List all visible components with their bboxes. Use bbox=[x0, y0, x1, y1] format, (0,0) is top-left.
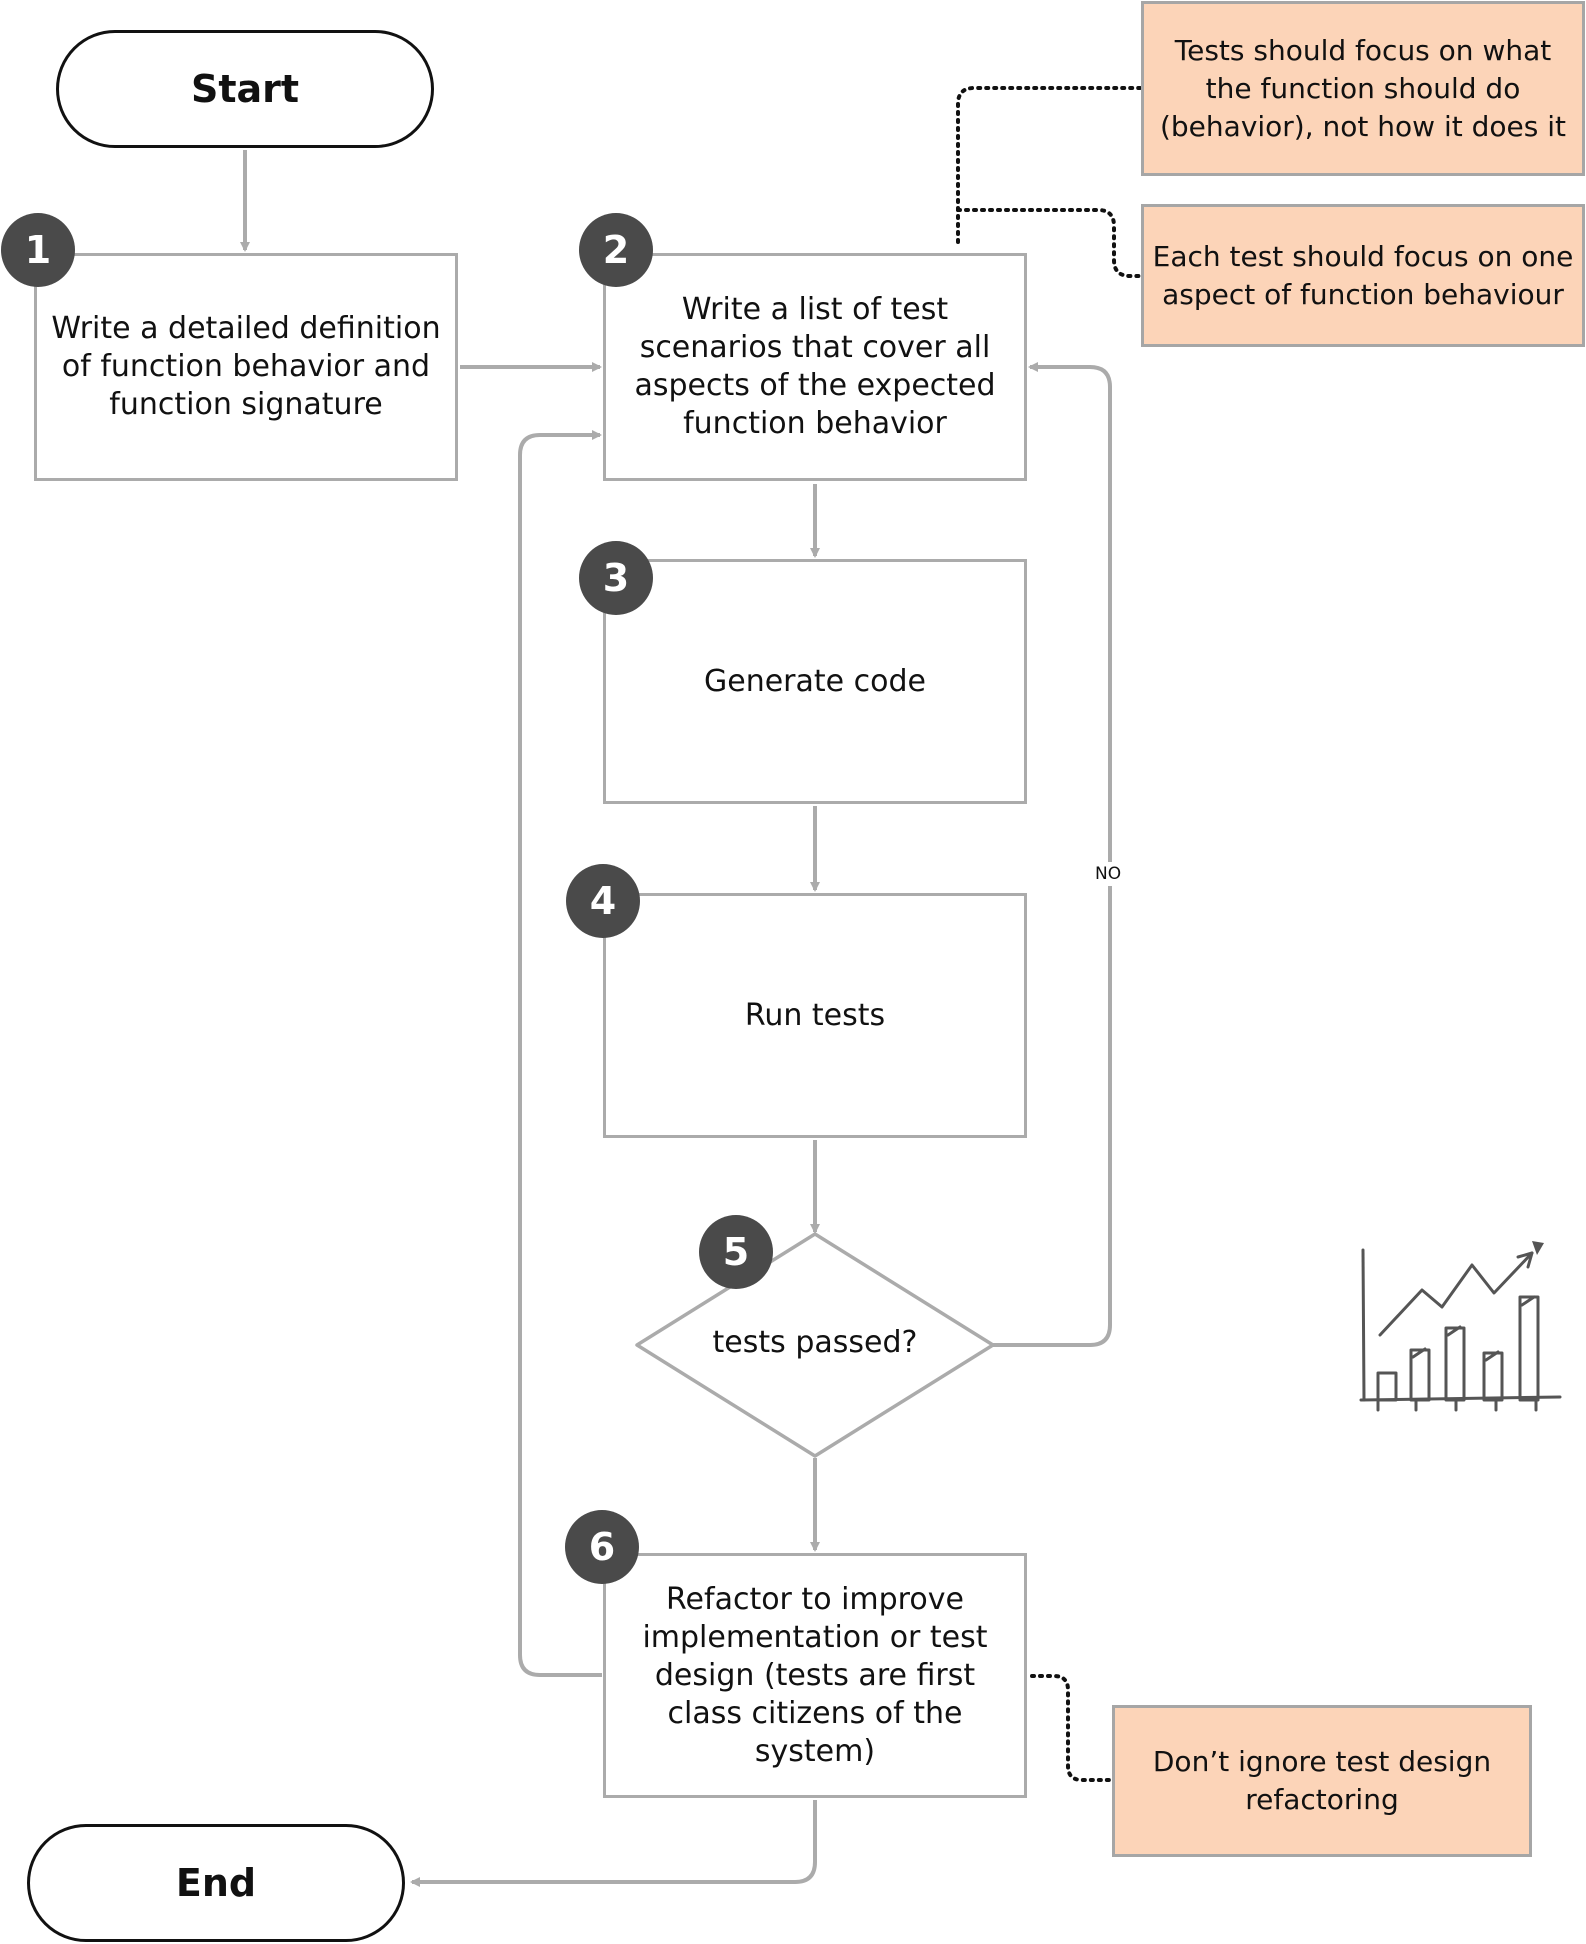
step-6-box: Refactor to improve implementation or te… bbox=[603, 1553, 1027, 1798]
decision-diamond bbox=[635, 1232, 995, 1458]
edge-step5-no-to-step2 bbox=[993, 362, 1112, 1347]
note-one-aspect: Each test should focus on one aspect of … bbox=[1141, 204, 1585, 347]
step-4-badge: 4 bbox=[566, 864, 640, 938]
step-2-box: Write a list of test scenarios that cove… bbox=[603, 253, 1027, 481]
step-1-box: Write a detailed definition of function … bbox=[34, 253, 458, 481]
note-link-behavior bbox=[956, 86, 1142, 244]
note-refactoring: Don’t ignore test design refactoring bbox=[1112, 1705, 1532, 1857]
note-link-refactoring bbox=[1030, 1674, 1114, 1782]
step-2-badge: 2 bbox=[579, 213, 653, 287]
step-6-badge: 6 bbox=[565, 1510, 639, 1584]
edge-step6-to-end bbox=[410, 1800, 817, 1887]
growth-chart-icon bbox=[1359, 1241, 1562, 1412]
start-node: Start bbox=[56, 30, 434, 148]
note-behavior: Tests should focus on what the function … bbox=[1141, 1, 1585, 176]
step-5-badge: 5 bbox=[699, 1215, 773, 1289]
edge-step6-to-step2 bbox=[518, 430, 602, 1677]
step-3-badge: 3 bbox=[579, 541, 653, 615]
step-5-label: tests passed? bbox=[712, 1325, 918, 1360]
end-node: End bbox=[27, 1824, 405, 1942]
note-link-aspect bbox=[956, 208, 1142, 278]
edge-label-no: NO bbox=[1091, 862, 1126, 886]
step-4-box: Run tests bbox=[603, 893, 1027, 1138]
step-3-box: Generate code bbox=[603, 559, 1027, 804]
step-1-badge: 1 bbox=[1, 213, 75, 287]
